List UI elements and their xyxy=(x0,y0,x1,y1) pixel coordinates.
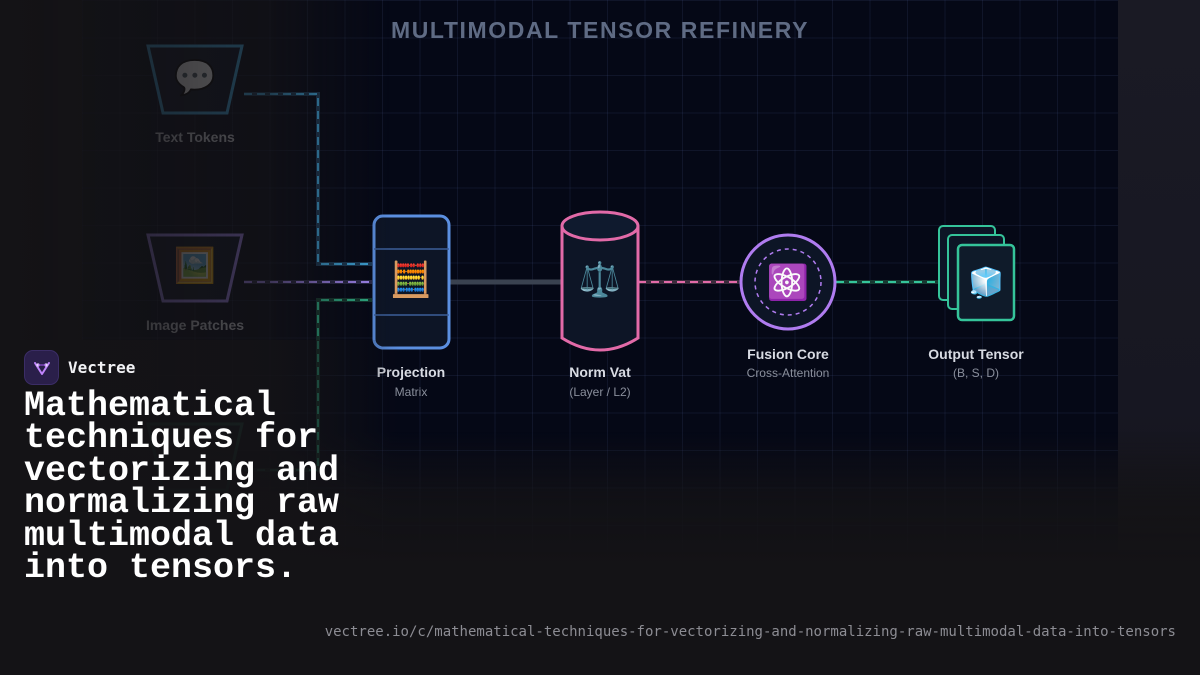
fusion-core-sublabel: Cross-Attention xyxy=(746,366,830,380)
output-tensor-sublabel: (B, S, D) xyxy=(952,366,1000,380)
output-tensor-label: Output Tensor xyxy=(928,346,1024,362)
brand[interactable]: Vectree xyxy=(24,350,135,385)
connector-text-to-projection xyxy=(244,92,372,266)
vectree-logo-icon xyxy=(24,350,59,385)
text-tokens-label: Text Tokens xyxy=(155,129,235,145)
headline: Mathematical techniques for vectorizing … xyxy=(24,386,340,589)
norm-vat-label: Norm Vat xyxy=(569,364,631,380)
brand-name: Vectree xyxy=(68,358,136,377)
ice-cube-icon: 🧊 xyxy=(967,265,1005,300)
framed-picture-icon: 🖼️ xyxy=(173,246,217,286)
atom-icon: ⚛️ xyxy=(766,263,810,303)
diagram-title: MULTIMODAL TENSOR REFINERY xyxy=(390,17,810,43)
balance-scale-icon: ⚖️ xyxy=(578,260,622,300)
projection-sublabel: Matrix xyxy=(394,385,428,399)
norm-vat-sublabel: (Layer / L2) xyxy=(569,385,631,399)
abacus-icon: 🧮 xyxy=(389,260,433,300)
image-patches-label: Image Patches xyxy=(145,317,245,333)
page-url[interactable]: vectree.io/c/mathematical-techniques-for… xyxy=(324,624,1176,640)
projection-label: Projection xyxy=(376,364,446,380)
speech-bubble-icon: 💬 xyxy=(173,58,217,98)
fusion-core-label: Fusion Core xyxy=(747,346,829,362)
